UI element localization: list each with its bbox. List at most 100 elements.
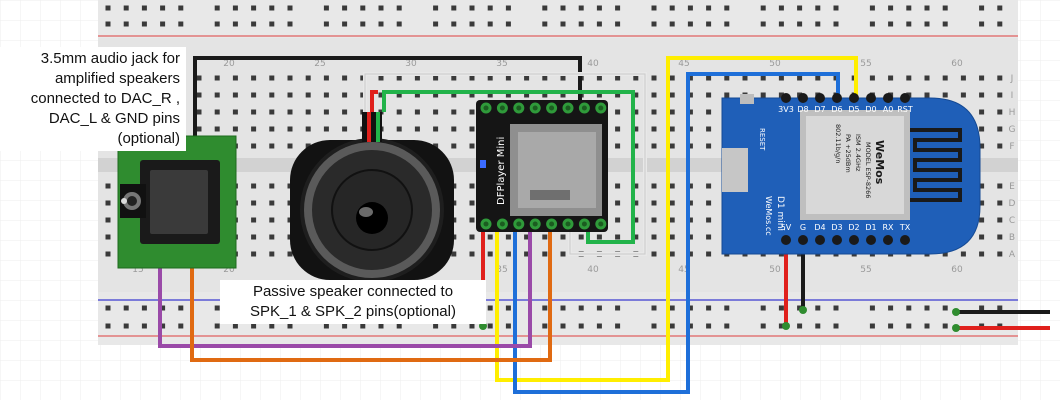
breadboard-hole bbox=[924, 323, 930, 329]
breadboard-hole bbox=[706, 200, 712, 206]
breadboard-hole bbox=[214, 21, 220, 27]
breadboard-hole bbox=[869, 75, 875, 81]
breadboard-hole bbox=[815, 21, 821, 27]
breadboard-hole bbox=[997, 143, 1003, 149]
breadboard-hole bbox=[596, 234, 602, 240]
breadboard-hole bbox=[323, 109, 329, 115]
breadboard-hole bbox=[997, 234, 1003, 240]
breadboard-hole bbox=[360, 21, 366, 27]
breadboard-hole bbox=[687, 5, 693, 11]
breadboard-hole bbox=[560, 5, 566, 11]
breadboard-hole bbox=[105, 251, 111, 257]
breadboard-hole bbox=[414, 109, 420, 115]
breadboard-hole bbox=[724, 5, 730, 11]
breadboard-hole bbox=[997, 126, 1003, 132]
breadboard-hole bbox=[778, 323, 784, 329]
d1-pin-label-bottom: TX bbox=[899, 223, 911, 232]
d1-pin bbox=[781, 93, 791, 103]
breadboard-hole bbox=[487, 305, 493, 311]
breadboard-hole bbox=[469, 234, 475, 240]
breadboard-hole bbox=[615, 143, 621, 149]
breadboard-hole bbox=[979, 75, 985, 81]
breadboard-hole bbox=[196, 92, 202, 98]
breadboard-hole bbox=[141, 5, 147, 11]
breadboard-hole bbox=[615, 217, 621, 223]
breadboard-hole bbox=[651, 323, 657, 329]
reset-label: RESET bbox=[758, 128, 766, 151]
breadboard-hole bbox=[433, 21, 439, 27]
breadboard-hole bbox=[342, 323, 348, 329]
breadboard-hole bbox=[451, 143, 457, 149]
breadboard-hole bbox=[651, 126, 657, 132]
breadboard-hole bbox=[669, 126, 675, 132]
breadboard-hole bbox=[815, 5, 821, 11]
breadboard-hole bbox=[997, 305, 1003, 311]
breadboard-hole bbox=[433, 75, 439, 81]
breadboard-hole bbox=[833, 323, 839, 329]
breadboard-hole bbox=[396, 109, 402, 115]
breadboard-hole bbox=[706, 143, 712, 149]
breadboard-hole bbox=[305, 109, 311, 115]
breadboard-hole bbox=[469, 251, 475, 257]
breadboard-hole bbox=[269, 251, 275, 257]
breadboard-hole bbox=[469, 5, 475, 11]
breadboard-hole bbox=[214, 126, 220, 132]
breadboard-hole bbox=[687, 234, 693, 240]
d1-pin-label-bottom: D1 bbox=[865, 223, 876, 232]
d1-pin bbox=[883, 93, 893, 103]
d1-pin-label-bottom: D2 bbox=[848, 223, 859, 232]
breadboard-hole bbox=[505, 305, 511, 311]
speaker-annotation: Passive speaker connected to SPK_1 & SPK… bbox=[220, 280, 486, 324]
breadboard-hole bbox=[524, 234, 530, 240]
breadboard-hole bbox=[706, 183, 712, 189]
wire-purple bbox=[158, 230, 532, 348]
breadboard-hole bbox=[524, 251, 530, 257]
row-letter: D bbox=[1009, 199, 1016, 209]
board-name: D1 mini bbox=[775, 196, 785, 231]
breadboard-hole bbox=[888, 323, 894, 329]
breadboard-hole bbox=[669, 200, 675, 206]
breadboard-hole bbox=[105, 323, 111, 329]
breadboard-hole bbox=[979, 109, 985, 115]
breadboard-hole bbox=[105, 305, 111, 311]
breadboard-hole bbox=[706, 234, 712, 240]
breadboard-hole bbox=[669, 109, 675, 115]
breadboard-hole bbox=[269, 143, 275, 149]
breadboard-hole bbox=[633, 109, 639, 115]
breadboard-hole bbox=[451, 21, 457, 27]
breadboard-hole bbox=[105, 183, 111, 189]
d1-pin-label-top: A0 bbox=[883, 105, 894, 114]
breadboard-hole bbox=[451, 92, 457, 98]
breadboard-hole bbox=[960, 251, 966, 257]
row-letter: C bbox=[1009, 216, 1015, 226]
wire-green bbox=[382, 90, 635, 244]
module-line-3: PA +25dBm bbox=[844, 134, 852, 173]
column-number-top: 50 bbox=[769, 59, 781, 69]
wires bbox=[158, 56, 1050, 394]
breadboard-hole bbox=[924, 5, 930, 11]
breadboard-hole bbox=[342, 126, 348, 132]
breadboard-hole bbox=[687, 217, 693, 223]
breadboard-hole bbox=[760, 5, 766, 11]
breadboard-hole bbox=[178, 21, 184, 27]
breadboard-hole bbox=[615, 5, 621, 11]
breadboard-hole bbox=[888, 5, 894, 11]
row-letter: H bbox=[1009, 108, 1016, 118]
breadboard-hole bbox=[560, 21, 566, 27]
breadboard-hole bbox=[451, 126, 457, 132]
breadboard-hole bbox=[633, 126, 639, 132]
d1-pin bbox=[900, 93, 910, 103]
breadboard-hole bbox=[487, 92, 493, 98]
breadboard-hole bbox=[560, 251, 566, 257]
breadboard-hole bbox=[906, 305, 912, 311]
breadboard-hole bbox=[578, 5, 584, 11]
breadboard-hole bbox=[196, 109, 202, 115]
breadboard-hole bbox=[960, 75, 966, 81]
breadboard-hole bbox=[433, 109, 439, 115]
breadboard-hole bbox=[924, 305, 930, 311]
breadboard-hole bbox=[651, 21, 657, 27]
breadboard-hole bbox=[778, 92, 784, 98]
breadboard-hole bbox=[596, 323, 602, 329]
